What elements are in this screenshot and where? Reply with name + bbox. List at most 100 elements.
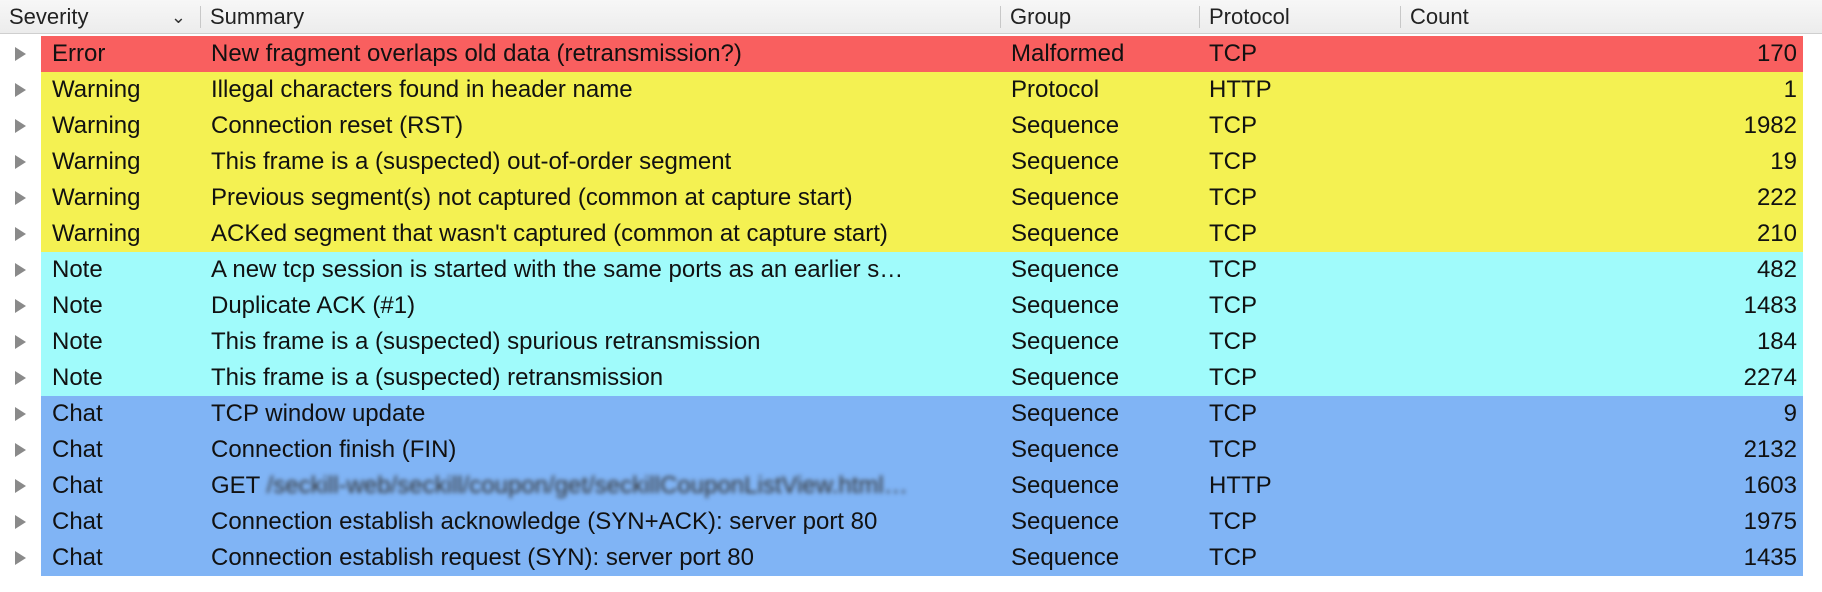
table-row[interactable]: Warning Previous segment(s) not captured… bbox=[0, 180, 1822, 216]
group-cell: Sequence bbox=[1011, 544, 1120, 571]
count-column-header[interactable]: Count bbox=[1401, 0, 1822, 34]
severity-cell: Chat bbox=[52, 436, 103, 463]
severity-color-band bbox=[41, 540, 1803, 576]
severity-cell: Warning bbox=[52, 112, 141, 139]
table-body: Error New fragment overlaps old data (re… bbox=[0, 36, 1822, 576]
severity-cell: Warning bbox=[52, 148, 141, 175]
disclosure-triangle-icon[interactable] bbox=[15, 371, 26, 385]
disclosure-triangle-icon[interactable] bbox=[15, 335, 26, 349]
severity-cell: Note bbox=[52, 328, 103, 355]
expand-toggle[interactable] bbox=[0, 36, 41, 72]
disclosure-triangle-icon[interactable] bbox=[15, 443, 26, 457]
expand-toggle[interactable] bbox=[0, 432, 41, 468]
table-row[interactable]: Error New fragment overlaps old data (re… bbox=[0, 36, 1822, 72]
summary-cell: Connection establish request (SYN): serv… bbox=[211, 544, 754, 571]
severity-cell: Note bbox=[52, 256, 103, 283]
summary-cell: Duplicate ACK (#1) bbox=[211, 292, 416, 319]
group-cell: Sequence bbox=[1011, 328, 1120, 355]
table-row[interactable]: Chat TCP window update Sequence TCP 9 bbox=[0, 396, 1822, 432]
protocol-cell: TCP bbox=[1209, 256, 1257, 283]
expand-toggle[interactable] bbox=[0, 360, 41, 396]
table-row[interactable]: Chat Connection establish acknowledge (S… bbox=[0, 504, 1822, 540]
table-row[interactable]: Warning Connection reset (RST) Sequence … bbox=[0, 108, 1822, 144]
protocol-header-label: Protocol bbox=[1209, 4, 1290, 29]
summary-cell: Connection establish acknowledge (SYN+AC… bbox=[211, 508, 878, 535]
group-cell: Protocol bbox=[1011, 76, 1100, 103]
table-row[interactable]: Note A new tcp session is started with t… bbox=[0, 252, 1822, 288]
severity-cell: Error bbox=[52, 40, 106, 67]
severity-color-band bbox=[41, 432, 1803, 468]
protocol-cell: HTTP bbox=[1209, 472, 1272, 499]
protocol-cell: TCP bbox=[1209, 436, 1257, 463]
summary-cell: This frame is a (suspected) spurious ret… bbox=[211, 328, 761, 355]
expand-toggle[interactable] bbox=[0, 324, 41, 360]
protocol-cell: TCP bbox=[1209, 400, 1257, 427]
expand-toggle[interactable] bbox=[0, 504, 41, 540]
disclosure-triangle-icon[interactable] bbox=[15, 263, 26, 277]
expand-toggle[interactable] bbox=[0, 108, 41, 144]
severity-cell: Chat bbox=[52, 472, 103, 499]
disclosure-triangle-icon[interactable] bbox=[15, 479, 26, 493]
protocol-cell: TCP bbox=[1209, 328, 1257, 355]
group-column-header[interactable]: Group bbox=[1001, 0, 1199, 34]
group-cell: Sequence bbox=[1011, 472, 1120, 499]
count-cell: 210 bbox=[1756, 220, 1797, 247]
severity-color-band bbox=[41, 36, 1803, 72]
expand-toggle[interactable] bbox=[0, 216, 41, 252]
severity-color-band bbox=[41, 144, 1803, 180]
table-row[interactable]: Warning Illegal characters found in head… bbox=[0, 72, 1822, 108]
column-separator[interactable] bbox=[1400, 6, 1401, 28]
expand-toggle[interactable] bbox=[0, 396, 41, 432]
expand-toggle[interactable] bbox=[0, 468, 41, 504]
table-row[interactable]: Note Duplicate ACK (#1) Sequence TCP 148… bbox=[0, 288, 1822, 324]
summary-header-label: Summary bbox=[210, 4, 305, 29]
protocol-cell: TCP bbox=[1209, 508, 1257, 535]
disclosure-triangle-icon[interactable] bbox=[15, 155, 26, 169]
chevron-down-icon[interactable]: ⌄ bbox=[170, 7, 186, 27]
severity-column-header[interactable]: Severity ⌄ bbox=[0, 0, 200, 34]
summary-redacted-url: /seckill-web/seckill/coupon/get/seckillC… bbox=[266, 472, 908, 499]
severity-color-band bbox=[41, 468, 1803, 504]
expand-toggle[interactable] bbox=[0, 144, 41, 180]
disclosure-triangle-icon[interactable] bbox=[15, 47, 26, 61]
count-cell: 170 bbox=[1756, 40, 1797, 67]
table-row[interactable]: Note This frame is a (suspected) retrans… bbox=[0, 360, 1822, 396]
disclosure-triangle-icon[interactable] bbox=[15, 83, 26, 97]
severity-cell: Chat bbox=[52, 544, 103, 571]
summary-cell: TCP window update bbox=[211, 400, 426, 427]
expand-toggle[interactable] bbox=[0, 72, 41, 108]
column-separator[interactable] bbox=[1000, 6, 1001, 28]
table-row[interactable]: Warning This frame is a (suspected) out-… bbox=[0, 144, 1822, 180]
disclosure-triangle-icon[interactable] bbox=[15, 227, 26, 241]
disclosure-triangle-icon[interactable] bbox=[15, 551, 26, 565]
expand-toggle[interactable] bbox=[0, 252, 41, 288]
group-cell: Sequence bbox=[1011, 220, 1120, 247]
table-row[interactable]: Chat Connection finish (FIN) Sequence TC… bbox=[0, 432, 1822, 468]
table-row[interactable]: Chat Connection establish request (SYN):… bbox=[0, 540, 1822, 576]
disclosure-triangle-icon[interactable] bbox=[15, 407, 26, 421]
group-cell: Sequence bbox=[1011, 508, 1120, 535]
table-row[interactable]: Chat GET /seckill-web/seckill/coupon/get… bbox=[0, 468, 1822, 504]
table-row[interactable]: Warning ACKed segment that wasn't captur… bbox=[0, 216, 1822, 252]
expand-toggle[interactable] bbox=[0, 540, 41, 576]
summary-cell: ACKed segment that wasn't captured (comm… bbox=[211, 220, 888, 247]
table-row[interactable]: Note This frame is a (suspected) spuriou… bbox=[0, 324, 1822, 360]
summary-column-header[interactable]: Summary bbox=[201, 0, 1001, 34]
disclosure-triangle-icon[interactable] bbox=[15, 299, 26, 313]
summary-cell: Connection finish (FIN) bbox=[211, 436, 457, 463]
protocol-cell: HTTP bbox=[1209, 76, 1272, 103]
disclosure-triangle-icon[interactable] bbox=[15, 191, 26, 205]
protocol-column-header[interactable]: Protocol bbox=[1200, 0, 1400, 34]
summary-cell: Illegal characters found in header name bbox=[211, 76, 633, 103]
protocol-cell: TCP bbox=[1209, 112, 1257, 139]
disclosure-triangle-icon[interactable] bbox=[15, 515, 26, 529]
severity-cell: Warning bbox=[52, 76, 141, 103]
column-separator[interactable] bbox=[200, 6, 201, 28]
column-separator[interactable] bbox=[1199, 6, 1200, 28]
expand-toggle[interactable] bbox=[0, 288, 41, 324]
disclosure-triangle-icon[interactable] bbox=[15, 119, 26, 133]
group-cell: Sequence bbox=[1011, 184, 1120, 211]
count-cell: 9 bbox=[1783, 400, 1797, 427]
count-cell: 2132 bbox=[1743, 436, 1797, 463]
expand-toggle[interactable] bbox=[0, 180, 41, 216]
